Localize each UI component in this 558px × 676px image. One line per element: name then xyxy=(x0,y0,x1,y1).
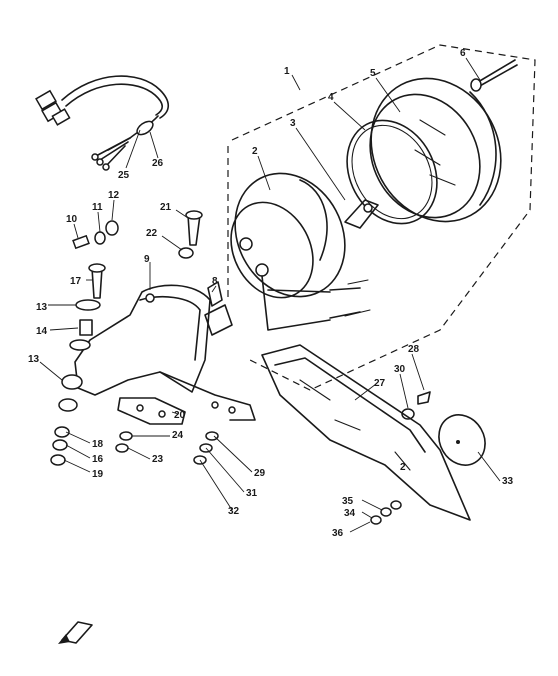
callout-4: 4 xyxy=(328,92,334,103)
callout-8: 8 xyxy=(212,276,218,287)
leader-lines xyxy=(39,57,501,533)
headlight-unit xyxy=(230,172,371,331)
assembly-boundary xyxy=(227,44,536,391)
plate-mark-text: 2 xyxy=(400,462,406,473)
callout-30: 30 xyxy=(394,364,406,375)
callout-28: 28 xyxy=(408,344,420,355)
callout-34: 34 xyxy=(344,508,356,519)
callout-35: 35 xyxy=(342,496,354,507)
callout-16: 16 xyxy=(92,454,104,465)
callout-13-upper: 13 xyxy=(36,302,48,313)
callout-22: 22 xyxy=(146,228,158,239)
reflector xyxy=(438,414,486,466)
callout-17: 17 xyxy=(70,276,82,287)
callout-10: 10 xyxy=(66,214,78,225)
callout-5: 5 xyxy=(370,68,376,79)
stay xyxy=(207,281,223,307)
mounting-plate xyxy=(117,397,186,425)
callout-33: 33 xyxy=(502,476,514,487)
license-plate-bracket: 2 xyxy=(261,344,471,521)
callout-2: 2 xyxy=(252,146,258,157)
bulb-socket xyxy=(344,199,379,229)
callout-14: 14 xyxy=(36,326,48,337)
retaining-ring xyxy=(346,119,438,225)
hardware xyxy=(50,59,518,525)
callout-19: 19 xyxy=(92,469,104,480)
callout-26: 26 xyxy=(152,158,164,169)
callout-23: 23 xyxy=(152,454,164,465)
headlight-bracket xyxy=(74,284,256,421)
callout-1: 1 xyxy=(284,66,290,77)
callout-13-lower: 13 xyxy=(28,354,40,365)
callout-11: 11 xyxy=(92,202,103,213)
callout-31: 31 xyxy=(246,488,258,499)
callout-12: 12 xyxy=(108,190,120,201)
callout-labels: 1 2 3 4 5 6 8 9 10 11 12 13 13 14 16 17 … xyxy=(28,48,514,539)
callout-18: 18 xyxy=(92,439,104,450)
callout-9: 9 xyxy=(144,254,150,265)
callout-25: 25 xyxy=(118,170,130,181)
callout-36: 36 xyxy=(332,528,344,539)
headlight-rim xyxy=(369,77,502,223)
wire-harness xyxy=(35,75,170,171)
callout-20: 20 xyxy=(174,410,186,421)
callout-29: 29 xyxy=(254,468,266,479)
callout-3: 3 xyxy=(290,118,296,129)
callout-21: 21 xyxy=(160,202,172,213)
callout-27: 27 xyxy=(374,378,386,389)
callout-24: 24 xyxy=(172,430,184,441)
callout-32: 32 xyxy=(228,506,240,517)
callout-6: 6 xyxy=(460,48,466,59)
front-arrow-icon xyxy=(58,621,93,644)
